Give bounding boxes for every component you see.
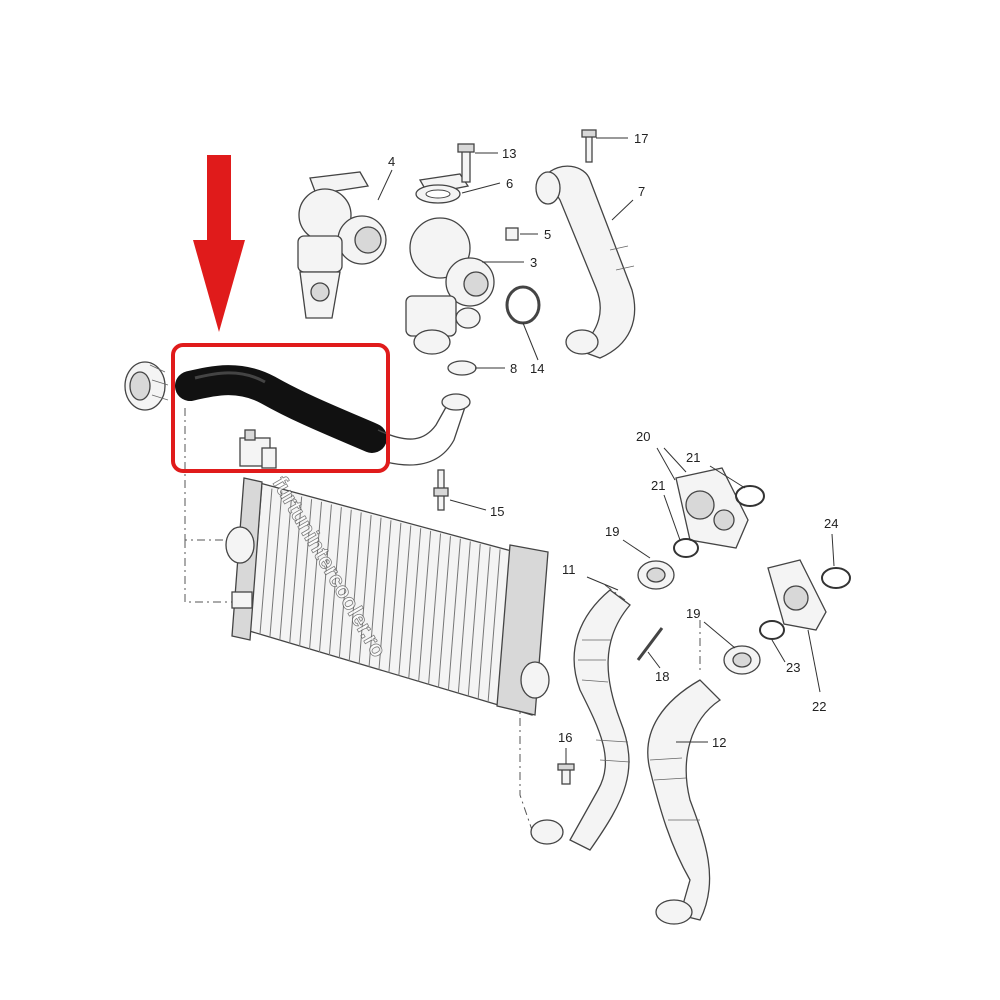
housing-20 — [675, 467, 749, 549]
gasket-8 — [447, 360, 477, 376]
radiator-fin — [408, 528, 422, 679]
label-24: 24 — [824, 516, 838, 531]
radiator-fin — [348, 512, 362, 662]
radiator-fin — [289, 496, 303, 644]
radiator-fin — [309, 501, 323, 650]
connector-19-lower — [723, 645, 761, 675]
turbocharger-4 — [297, 171, 387, 319]
radiator-fin — [358, 514, 372, 665]
label-11: 11 — [562, 562, 576, 577]
label-17: 17 — [634, 131, 648, 146]
label-16: 16 — [558, 730, 572, 745]
part-labels: 4 13 6 17 7 5 3 8 14 15 20 21 21 19 11 2… — [388, 131, 838, 750]
label-18: 18 — [655, 669, 669, 684]
label-15: 15 — [490, 504, 504, 519]
intercooler-hose-highlighted — [175, 365, 387, 453]
radiator-fin — [457, 541, 471, 694]
radiator-fin — [259, 488, 273, 635]
label-8: 8 — [510, 361, 517, 376]
label-23: 23 — [786, 660, 800, 675]
o-ring-24 — [821, 567, 851, 589]
radiator-fin — [447, 538, 461, 691]
inlet-coupling — [124, 361, 169, 411]
label-4: 4 — [388, 154, 395, 169]
highlight-arrow — [193, 155, 245, 332]
radiator-fin — [398, 525, 412, 676]
label-19-lower: 19 — [686, 606, 700, 621]
hose-11 — [530, 589, 631, 851]
highlight-frame — [171, 343, 390, 473]
label-7: 7 — [638, 184, 645, 199]
turbocharger-3 — [405, 173, 495, 355]
label-21-top: 21 — [686, 450, 700, 465]
intercooler-sensor — [239, 429, 277, 469]
label-21-bottom: 21 — [651, 478, 665, 493]
radiator-fin — [269, 491, 283, 638]
radiator-fin — [437, 536, 451, 688]
radiator-fin — [279, 493, 293, 641]
alignment-lines — [184, 408, 701, 831]
o-ring-23 — [759, 620, 785, 640]
label-12: 12 — [712, 735, 726, 750]
stud-15 — [433, 469, 449, 511]
label-5: 5 — [544, 227, 551, 242]
turbo-outlet-pipe — [377, 393, 471, 466]
clamp-14 — [505, 285, 541, 325]
label-19-upper: 19 — [605, 524, 619, 539]
label-14: 14 — [530, 361, 544, 376]
radiator-fin — [477, 546, 491, 700]
radiator-fin — [388, 522, 402, 673]
radiator-fin — [487, 549, 501, 703]
radiator-fin — [428, 533, 442, 685]
o-ring-21 — [673, 485, 765, 558]
connector-19-upper — [637, 560, 675, 590]
bolt-16 — [557, 763, 575, 785]
gasket-6 — [415, 184, 461, 204]
intercooler-core — [225, 477, 550, 716]
label-20: 20 — [636, 429, 650, 444]
label-22: 22 — [812, 699, 826, 714]
label-6: 6 — [506, 176, 513, 191]
radiator-fin — [338, 509, 352, 659]
radiator-fin — [328, 507, 342, 656]
label-3: 3 — [530, 255, 537, 270]
radiator-fin — [418, 530, 432, 682]
hose-12 — [647, 679, 722, 925]
bolt-17 — [581, 129, 597, 163]
radiator-fin — [467, 544, 481, 697]
label-13: 13 — [502, 146, 516, 161]
radiator-fin — [299, 499, 313, 647]
air-duct-7 — [535, 165, 636, 359]
housing-22 — [767, 559, 827, 631]
pin-18 — [636, 627, 664, 661]
radiator-fin — [318, 504, 332, 653]
leader-lines — [377, 137, 835, 764]
bolt-13 — [457, 143, 475, 183]
radiator-fin — [378, 520, 392, 670]
radiator-fin — [368, 517, 382, 668]
nut-5 — [505, 227, 519, 241]
